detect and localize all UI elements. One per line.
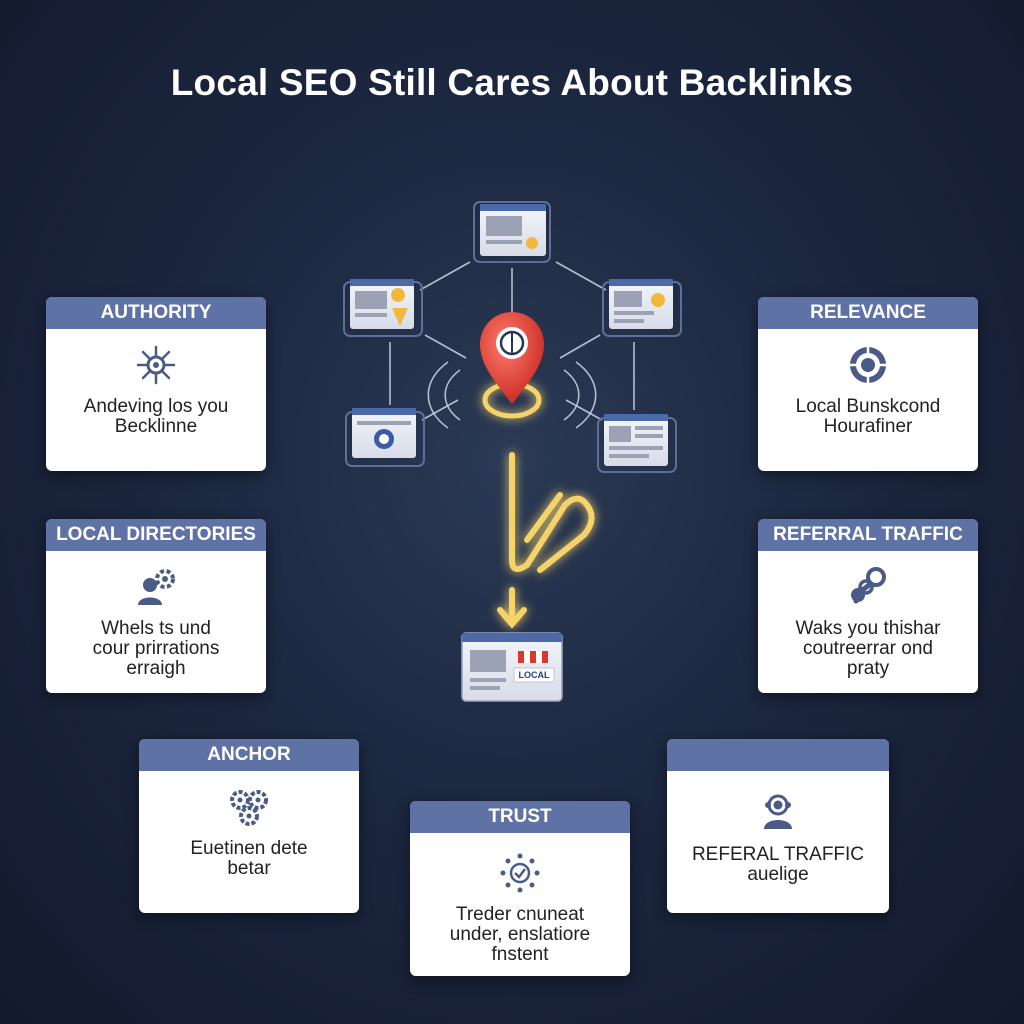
website-node-top (473, 201, 551, 263)
card-body: Andeving los you Becklinne (83, 396, 229, 437)
card-referral-traffic: REFERRAL TRAFFIC Waks you thishar coutre… (758, 519, 978, 693)
network-hub-icon (136, 345, 176, 385)
card-header: LOCAL DIRECTORIES (46, 519, 266, 551)
card-header: RELEVANCE (758, 297, 978, 329)
local-business-page (461, 632, 563, 702)
gears-icon (230, 790, 268, 826)
trust-network-icon (500, 853, 540, 893)
website-node-lower-right (597, 414, 677, 473)
website-node-upper-left (343, 279, 423, 337)
card-header: TRUST (410, 801, 630, 833)
globe-target-icon (850, 347, 886, 383)
person-badge-icon (764, 794, 792, 829)
card-trust: TRUST Treder cnuneat under, enslatiore f… (410, 801, 630, 976)
local-label: LOCAL (518, 670, 550, 680)
glowing-link-icon (497, 452, 595, 629)
page-title: Local SEO Still Cares About Backlinks (170, 62, 854, 103)
card-body: Whels ts und cour prirrations erraigh (92, 618, 220, 679)
card-local-directories: LOCAL DIRECTORIES Whels ts und cour prir… (46, 519, 266, 693)
card-body: Waks you thishar coutreerrar ond praty (795, 618, 941, 679)
card-authority: AUTHORITY Andeving los you Becklinne (46, 297, 266, 471)
card-anchor: ANCHOR Euetinen dete betar (139, 739, 359, 913)
card-header (667, 739, 889, 771)
card-header: AUTHORITY (46, 297, 266, 329)
location-pin-icon (480, 312, 544, 404)
card-body: Treder cnuneat under, enslatiore fnstent (449, 904, 591, 965)
card-relevance: RELEVANCE Local Bunskcond Hourafiner (758, 297, 978, 471)
pulse-rings (427, 361, 597, 429)
card-body: Euetinen dete betar (190, 838, 308, 879)
card-body: REFERAL TRAFFIC auelige (691, 844, 865, 885)
website-node-upper-right (602, 279, 682, 337)
card-header: ANCHOR (139, 739, 359, 771)
connection-lines (389, 261, 635, 421)
card-header: REFERRAL TRAFFIC (758, 519, 978, 551)
card-body: Local Bunskcond Hourafiner (795, 396, 941, 437)
store-awning-icon (518, 651, 548, 663)
link-people-icon (851, 567, 886, 604)
card-referal-traffic-secondary: REFERAL TRAFFIC auelige (667, 739, 889, 913)
user-gear-icon (138, 569, 175, 605)
website-node-lower-left (345, 408, 425, 467)
